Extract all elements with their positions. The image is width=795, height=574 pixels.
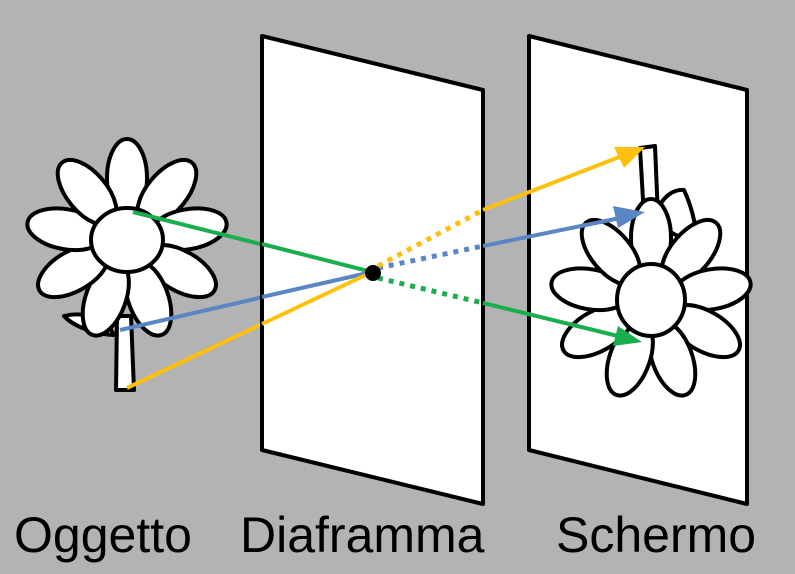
label-screen: Schermo <box>556 507 757 563</box>
label-aperture: Diaframma <box>240 507 485 563</box>
dotted-rays <box>376 207 485 306</box>
outgoing-rays <box>482 152 628 339</box>
object-stem <box>114 314 136 392</box>
image-flower <box>546 144 756 404</box>
ray-middle-outgoing <box>482 215 626 248</box>
ray-top-on-plate <box>261 242 373 274</box>
ray-middle-arrowhead <box>613 206 645 228</box>
ray-top-arrowhead <box>613 326 642 346</box>
ray-middle-on-plate <box>261 270 373 299</box>
pinhole <box>365 265 381 281</box>
ray-bottom-arrowhead <box>614 147 645 168</box>
ray-top-dotted <box>377 275 484 306</box>
ray-bottom-on-plate <box>261 270 373 326</box>
image-flower-center <box>615 262 687 338</box>
object-flower <box>22 137 232 392</box>
label-object: Oggetto <box>14 507 192 563</box>
object-flower-center <box>89 206 165 274</box>
rays-through-plate <box>261 242 373 326</box>
ray-middle-dotted <box>377 243 484 271</box>
ray-bottom-outgoing <box>482 152 628 212</box>
ray-top-outgoing <box>482 301 623 339</box>
arrowheads <box>613 147 645 346</box>
ray-bottom-dotted <box>376 207 485 269</box>
